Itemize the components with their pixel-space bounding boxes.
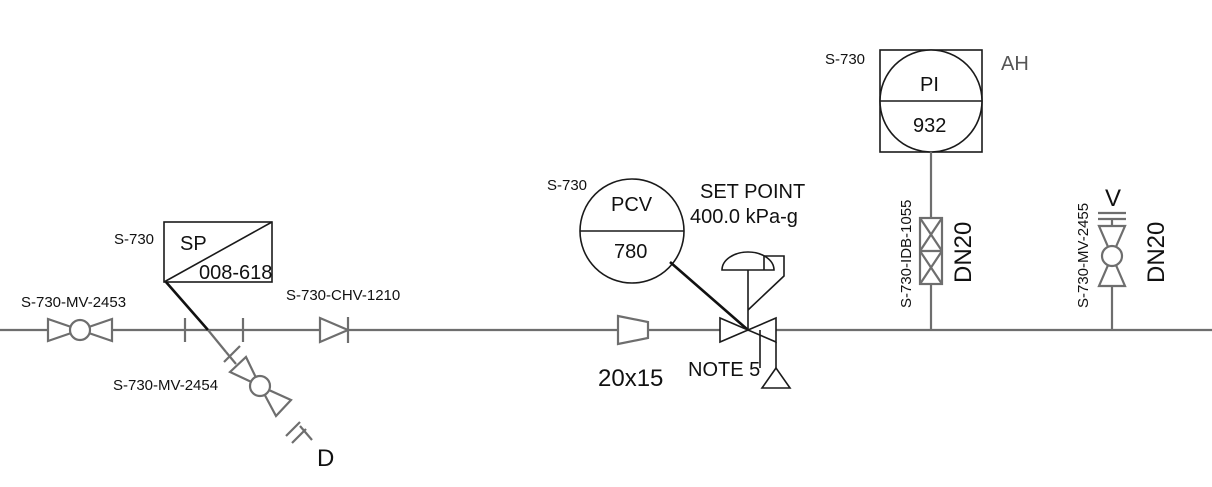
note5-label: NOTE 5 [688,359,760,381]
pressure-control-valve[interactable] [719,251,785,368]
pi-alarm-label: AH [1001,53,1029,75]
pi-function-label: PI [920,74,939,96]
check-valve-chv-1210[interactable] [318,316,351,344]
manual-valve-mv-2454[interactable] [228,355,293,418]
mv-2455-size-label: DN20 [1143,222,1170,283]
sp-function-label: SP [180,233,207,255]
pi-area-label: S-730 [825,51,865,68]
drain-branch [207,329,313,441]
chv-1210-label: S-730-CHV-1210 [286,287,400,304]
pcv-number-label: 780 [614,241,647,263]
idb-size-label: DN20 [950,222,977,283]
mv-2453-label: S-730-MV-2453 [21,294,126,311]
mv-2454-label: S-730-MV-2454 [113,377,218,394]
setpoint-line2: 400.0 kPa-g [690,206,798,228]
sp-number-label: 008-618 [199,262,272,284]
manual-valve-mv-2455[interactable] [1097,211,1127,288]
pcv-leader-line [669,261,749,331]
pcv-fail-arrow-icon [760,366,792,389]
drain-cap [285,421,307,444]
drain-label: D [317,445,334,472]
pcv-function-label: PCV [611,194,653,216]
sample-point-box[interactable] [163,221,273,283]
sp-area-label: S-730 [114,231,154,248]
idb-tag-label: S-730-IDB-1055 [898,200,915,308]
manual-valve-mv-2453[interactable] [46,317,114,343]
sp-leader-line [165,281,209,331]
pcv-area-label: S-730 [547,177,587,194]
pi-number-label: 932 [913,115,946,137]
vent-label: V [1105,185,1121,212]
reducer-icon [616,314,650,346]
mv-2455-label: S-730-MV-2455 [1075,203,1092,308]
pi-instrument[interactable] [879,49,983,153]
idb-valve-icon[interactable] [918,216,944,286]
reducer-size-label: 20x15 [598,365,663,392]
setpoint-line1: SET POINT [700,181,805,203]
